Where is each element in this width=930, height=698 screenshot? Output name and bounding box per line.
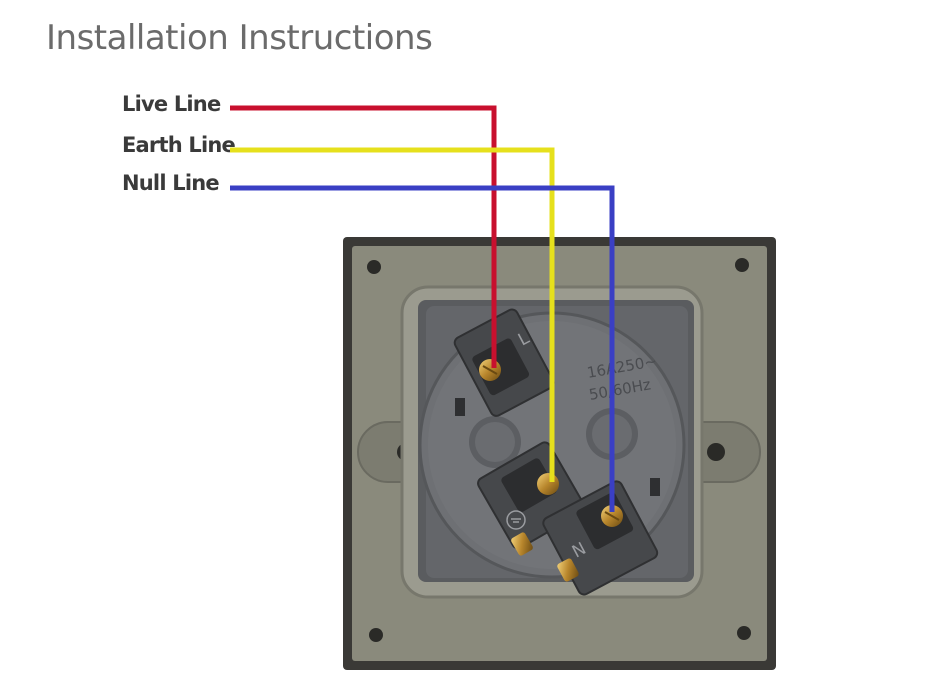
mount-hole-top-right	[735, 258, 749, 272]
page-title: Installation Instructions	[46, 18, 433, 58]
screw-earth-top	[537, 473, 559, 495]
mount-hole-top-left	[367, 260, 381, 274]
wire-label-null: Null Line	[122, 171, 220, 195]
earth-symbol-icon	[506, 510, 526, 530]
mount-hole-bottom-left	[369, 628, 383, 642]
wire-label-earth: Earth Line	[122, 133, 236, 157]
screw-neutral-bottom	[557, 558, 579, 582]
screw-earth-bottom	[511, 532, 533, 556]
wire-live	[230, 105, 497, 368]
terminal-live	[453, 308, 555, 417]
mount-hole-bottom-right	[737, 626, 751, 640]
side-slot-right-hole	[707, 443, 725, 461]
wire-earth	[230, 147, 555, 482]
wire-null	[230, 185, 615, 512]
wire-label-live: Live Line	[122, 92, 221, 116]
